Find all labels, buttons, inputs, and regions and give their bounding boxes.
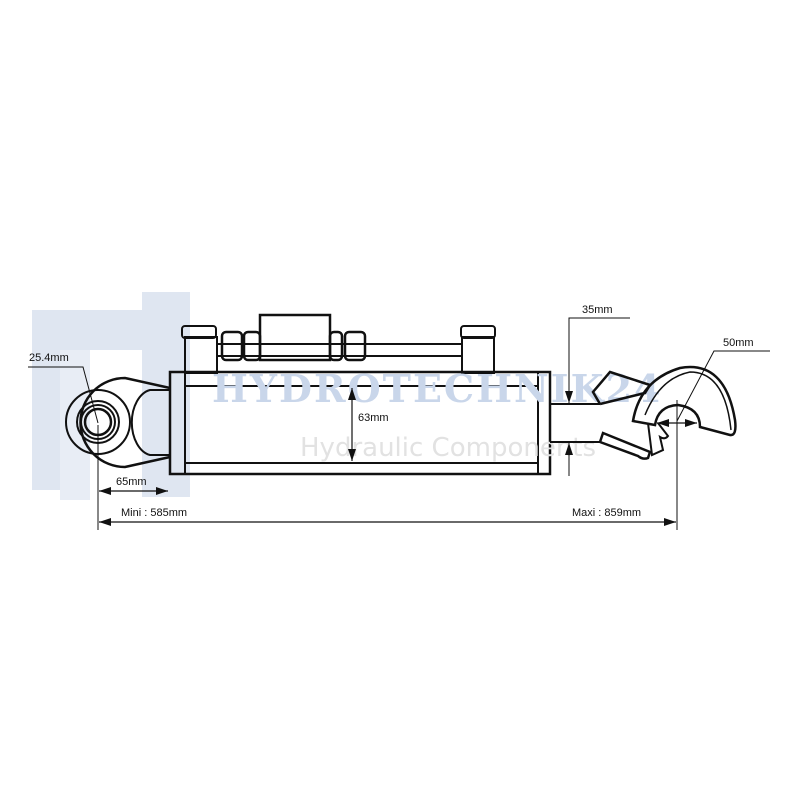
hook-end [591, 365, 737, 460]
dim-overall-length: Mini : 585mm Maxi : 859mm [99, 400, 678, 530]
dim-bore: 63mm [348, 388, 389, 461]
cylinder-body [168, 370, 552, 476]
dim-pin-diameter: 25.4mm [28, 352, 99, 424]
hydraulic-line [181, 313, 496, 374]
hook-opening-label: 50mm [723, 337, 754, 349]
eye-end [65, 376, 171, 469]
pin-diameter-label: 25.4mm [29, 352, 69, 364]
bore-label: 63mm [358, 412, 389, 424]
dim-rod: 35mm [565, 304, 630, 476]
rod-label: 35mm [582, 304, 613, 316]
max-length-label: Maxi : 859mm [572, 507, 641, 519]
watermark-logo [32, 292, 190, 500]
dim-eye-offset: 65mm [97, 425, 168, 530]
dim-hook-opening: 50mm [657, 337, 770, 427]
min-length-label: Mini : 585mm [121, 507, 187, 519]
eye-offset-label: 65mm [116, 476, 147, 488]
piston-rod [550, 403, 600, 443]
watermark-tagline: Hydraulic Components [300, 433, 596, 463]
